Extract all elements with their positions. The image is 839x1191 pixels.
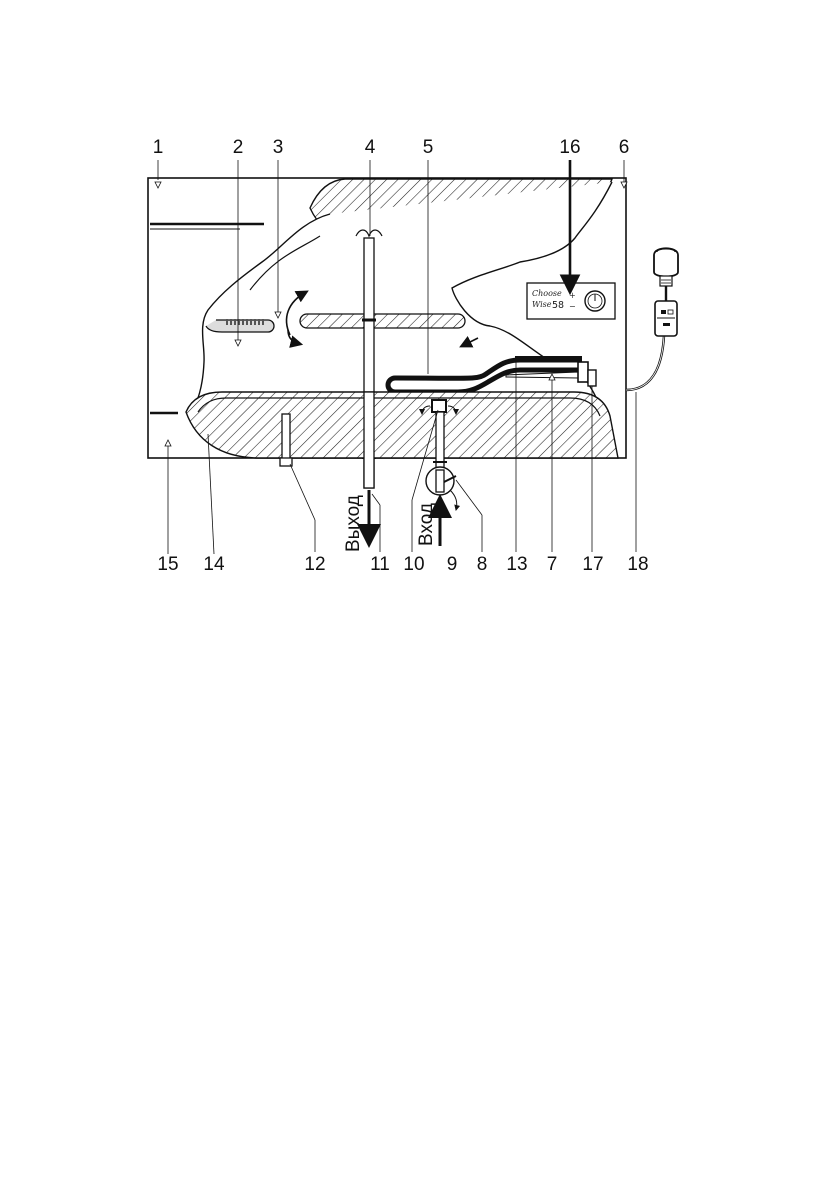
pointer-1 <box>154 181 162 189</box>
left-tube <box>205 319 275 333</box>
drain-tube <box>281 413 291 465</box>
temp-up-symbol: + <box>569 291 576 300</box>
valve-release-arrow <box>449 489 461 511</box>
callout-13: 13 <box>506 554 527 575</box>
leader-8b <box>455 479 483 516</box>
middle-tube <box>299 313 466 329</box>
safety-valve-body <box>435 469 445 493</box>
leader-14 <box>207 433 215 555</box>
tank-wall-bottom <box>197 397 601 417</box>
callout-5: 5 <box>423 137 434 158</box>
callout-7: 7 <box>547 554 558 575</box>
callout-3: 3 <box>273 137 284 158</box>
flange-nut <box>587 369 597 387</box>
rcd-unit <box>654 300 678 337</box>
callout-1: 1 <box>153 137 164 158</box>
pointer-6 <box>620 181 628 189</box>
safety-valve-lever <box>443 475 457 483</box>
callout-2: 2 <box>233 137 244 158</box>
brand-line2: Wise <box>532 300 552 309</box>
circulation-arrow-down <box>287 329 304 348</box>
callout-6: 6 <box>619 137 630 158</box>
leader-10b <box>411 409 439 501</box>
callout-10: 10 <box>403 554 424 575</box>
leader-11b <box>371 493 381 506</box>
diffuser-arrow-left <box>419 405 431 415</box>
callout-15: 15 <box>157 554 178 575</box>
callout-9: 9 <box>447 554 458 575</box>
tank-wall-top <box>249 235 321 291</box>
callout-16: 16 <box>559 137 580 158</box>
callout-11: 11 <box>370 554 390 575</box>
callout-18: 18 <box>627 554 648 575</box>
pointer-15 <box>164 439 172 447</box>
temp-down-symbol: − <box>569 302 576 311</box>
inlet-label: Вход <box>416 503 437 546</box>
outlet-label: Выход <box>343 495 364 552</box>
drain-tube-cap <box>279 457 293 467</box>
diffuser-arrow-right <box>447 405 459 415</box>
power-cord <box>625 335 666 392</box>
temperature-display: 58 <box>552 300 564 311</box>
brand-line1: Choose <box>532 289 562 298</box>
callout-4: 4 <box>365 137 376 158</box>
leader-12b <box>289 463 316 521</box>
pointer-3 <box>274 311 282 319</box>
power-cord-inner <box>625 335 665 391</box>
pointer-7 <box>548 373 556 381</box>
insulation-bottom <box>185 391 619 459</box>
callout-12: 12 <box>304 554 325 575</box>
inlet-diffuser <box>431 399 447 413</box>
callout-14: 14 <box>203 554 225 575</box>
flange <box>577 361 589 383</box>
flow-arrow-left <box>459 335 479 348</box>
heating-element <box>385 357 582 395</box>
outlet-top-spray <box>355 229 383 238</box>
pointer-2 <box>234 339 242 347</box>
outlet-pipe-lower <box>363 391 375 489</box>
callout-8: 8 <box>477 554 488 575</box>
callout-17: 17 <box>582 554 603 575</box>
plug <box>653 247 679 287</box>
